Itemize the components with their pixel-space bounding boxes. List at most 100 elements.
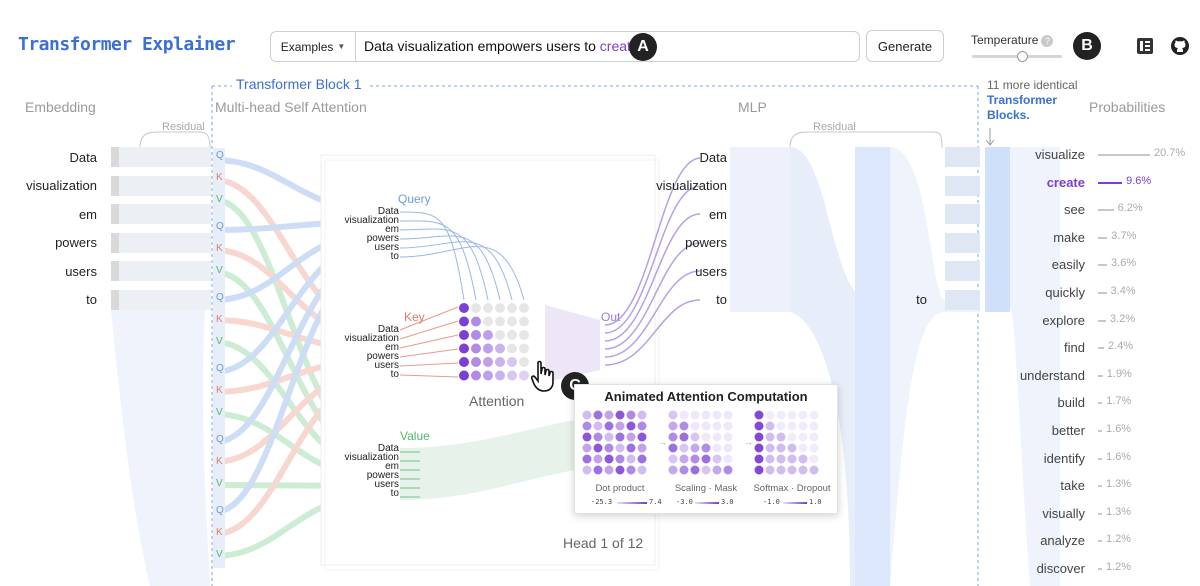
document-icon[interactable]	[1136, 37, 1154, 55]
probability-value: 1.2%	[1106, 561, 1132, 573]
examples-dropdown[interactable]: Examples ▼	[271, 32, 356, 61]
probability-word: understand	[1019, 367, 1085, 383]
github-icon[interactable]	[1170, 36, 1190, 56]
help-icon[interactable]: ?	[1041, 34, 1054, 47]
popup-matrix-cell	[787, 454, 797, 464]
popup-matrix-cell	[701, 465, 711, 475]
temperature-slider-handle[interactable]	[1016, 51, 1028, 62]
mlp-token[interactable]: users	[695, 264, 727, 279]
popup-matrix-cell	[626, 421, 636, 431]
qkv-letter-v: V	[216, 478, 223, 489]
mlp-token[interactable]: powers	[685, 235, 727, 250]
query-token: visualization	[344, 215, 399, 226]
key-token: to	[390, 369, 399, 380]
embedding-token[interactable]: visualization	[26, 178, 97, 193]
popup-matrix-cell	[679, 454, 689, 464]
probability-bar	[1098, 430, 1103, 432]
embedding-token[interactable]: users	[65, 264, 97, 279]
residual-label-attention: Residual	[162, 121, 205, 133]
query-token: em	[385, 224, 399, 235]
key-token: users	[374, 360, 399, 371]
probability-word: analyze	[1040, 533, 1085, 549]
popup-matrix-cell	[754, 454, 764, 464]
probability-row[interactable]: understand 1.9%	[1005, 368, 1195, 386]
popup-matrix-cell	[637, 432, 647, 442]
probability-word: see	[1064, 202, 1085, 218]
probability-bar	[1098, 292, 1107, 294]
probability-word: visually	[1042, 505, 1085, 521]
popup-matrix-cell	[809, 454, 819, 464]
popup-matrix-cell	[712, 443, 722, 453]
mlp-last-token[interactable]: to	[916, 292, 927, 307]
popup-matrix-cell	[626, 410, 636, 420]
prompt-input[interactable]: Examples ▼ Data visualization empowers u…	[270, 31, 860, 62]
popup-matrix-cell	[787, 410, 797, 420]
popup-matrix-cell	[776, 454, 786, 464]
probability-value: 3.2%	[1110, 312, 1136, 325]
probability-value: 3.4%	[1110, 285, 1136, 297]
qkv-letter-v: V	[216, 549, 223, 560]
embedding-token[interactable]: to	[86, 292, 97, 307]
probability-bar	[1098, 374, 1103, 377]
attention-cell	[459, 303, 469, 313]
qkv-letter-v: V	[216, 194, 223, 205]
attention-cell	[495, 316, 505, 327]
popup-matrix-cell	[809, 432, 819, 442]
generate-button[interactable]: Generate	[866, 30, 944, 62]
probability-bar	[1098, 209, 1114, 212]
popup-matrix-cell	[787, 465, 797, 475]
qkv-letter-k: K	[216, 385, 223, 396]
popup-matrix-cell	[723, 443, 733, 453]
attention-cell	[519, 330, 529, 340]
popup-matrix-cell	[615, 421, 625, 431]
mlp-token[interactable]: visualization	[656, 178, 727, 193]
popup-matrix-cell	[582, 421, 592, 431]
more-blocks-link[interactable]: Transformer Blocks.	[987, 93, 1058, 122]
probability-word: visualize	[1035, 147, 1085, 162]
popup-matrix-cell	[582, 410, 592, 420]
mlp-token[interactable]: Data	[699, 150, 727, 165]
attention-cell	[507, 330, 517, 340]
query-token: powers	[366, 233, 399, 244]
attention-matrix[interactable]	[456, 300, 546, 384]
popup-matrix-cell	[776, 410, 786, 420]
popup-matrix-cell	[668, 410, 678, 420]
attention-computation-popup: Animated Attention Computation →→ Dot pr…	[574, 384, 838, 514]
probability-value: 2.4%	[1108, 340, 1134, 353]
embedding-token[interactable]: Data	[69, 150, 97, 165]
mlp-token[interactable]: em	[708, 207, 727, 222]
prompt-text[interactable]: Data visualization empowers users to cre…	[364, 38, 639, 54]
temperature-slider[interactable]	[972, 51, 1062, 62]
probability-word: create	[1046, 174, 1085, 190]
mlp-token[interactable]: to	[716, 292, 727, 307]
popup-matrix-cell	[765, 421, 775, 431]
probability-value: 1.9%	[1106, 367, 1132, 380]
qkv-letter-k: K	[216, 527, 223, 538]
embedding-heading: Embedding	[25, 99, 96, 115]
popup-matrix-cell	[615, 454, 625, 464]
attention-cell	[519, 343, 529, 354]
embedding-token[interactable]: em	[78, 207, 97, 222]
attention-cell	[495, 370, 505, 381]
embedding-token[interactable]: powers	[55, 235, 97, 250]
attention-cell	[519, 370, 529, 381]
head-indicator[interactable]: Head 1 of 12	[563, 535, 644, 551]
app-logo[interactable]: Transformer Explainer	[18, 34, 236, 55]
popup-matrix-cell	[615, 432, 625, 442]
